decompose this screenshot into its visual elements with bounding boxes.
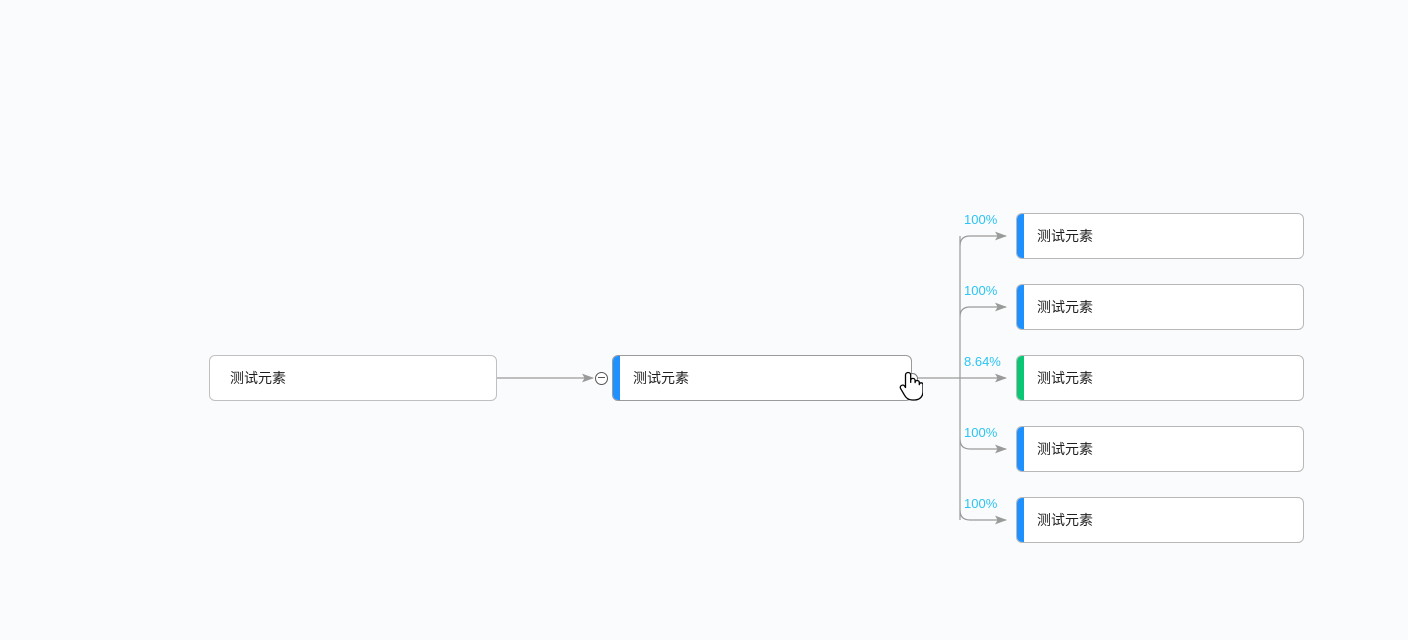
edge-branch-2: [959, 302, 1007, 318]
node-body: 测试元素: [217, 356, 496, 400]
node-label: 测试元素: [1037, 228, 1093, 244]
node-accent-bar: [1017, 427, 1024, 471]
node-child[interactable]: 测试元素: [1016, 355, 1304, 401]
minus-icon: [598, 377, 605, 378]
node-label: 测试元素: [230, 370, 286, 386]
edge-label-percentage: 100%: [964, 283, 998, 298]
node-accent-bar: [1017, 498, 1024, 542]
edge-label-percentage: 100%: [964, 425, 998, 440]
node-label: 测试元素: [1037, 370, 1093, 386]
node-body: 测试元素: [620, 356, 911, 400]
edge-label-percentage: 100%: [964, 496, 998, 511]
node-body: 测试元素: [1024, 356, 1303, 400]
edge-label-percentage: 100%: [964, 212, 998, 227]
node-body: 测试元素: [1024, 214, 1303, 258]
node-port-handle-right[interactable]: [907, 372, 918, 384]
node-label: 测试元素: [1037, 512, 1093, 528]
node-accent-bar: [210, 356, 217, 400]
edge-branch-4: [959, 438, 1007, 454]
node-child[interactable]: 测试元素: [1016, 213, 1304, 259]
node-middle[interactable]: 测试元素: [612, 355, 912, 401]
node-label: 测试元素: [633, 370, 689, 386]
collapse-toggle-icon[interactable]: [595, 371, 608, 385]
edge-branch-5: [959, 509, 1007, 525]
node-body: 测试元素: [1024, 427, 1303, 471]
node-accent-bar: [1017, 214, 1024, 258]
node-body: 测试元素: [1024, 498, 1303, 542]
node-body: 测试元素: [1024, 285, 1303, 329]
node-label: 测试元素: [1037, 441, 1093, 457]
node-root[interactable]: 测试元素: [209, 355, 497, 401]
node-child[interactable]: 测试元素: [1016, 426, 1304, 472]
node-child[interactable]: 测试元素: [1016, 497, 1304, 543]
edge-label-percentage: 8.64%: [964, 354, 1001, 369]
edge-middle-trunk: [912, 236, 961, 520]
node-accent-bar: [1017, 356, 1024, 400]
node-child[interactable]: 测试元素: [1016, 284, 1304, 330]
edge-branch-1: [959, 231, 1007, 247]
node-label: 测试元素: [1037, 299, 1093, 315]
node-accent-bar: [1017, 285, 1024, 329]
node-accent-bar: [613, 356, 620, 400]
